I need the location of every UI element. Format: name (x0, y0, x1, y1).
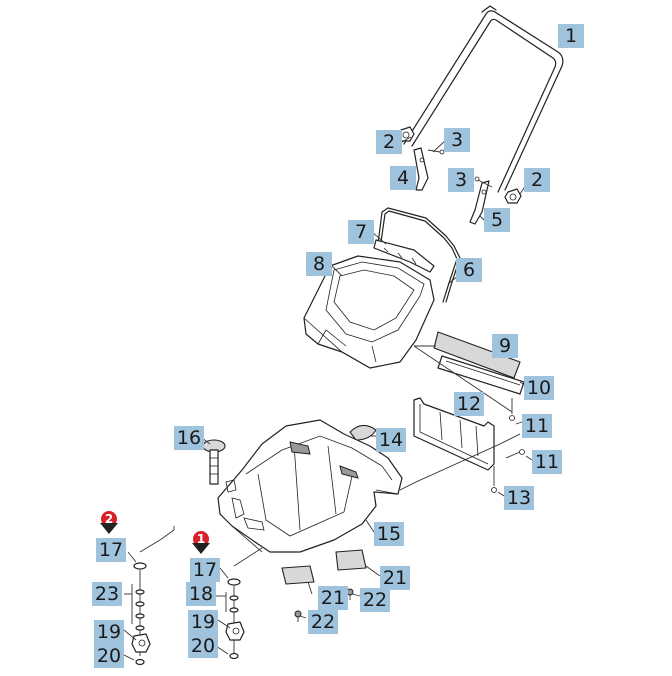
part-label-15: 15 (374, 522, 404, 546)
part-label-9: 9 (492, 334, 518, 358)
part-label-1: 1 (558, 24, 584, 48)
catcher-frame (373, 207, 461, 303)
part-label-17: 17 (190, 558, 220, 582)
part-label-21: 21 (318, 586, 348, 610)
part-label-10: 10 (524, 376, 554, 400)
small-parts (202, 424, 377, 485)
right-handle-bracket (469, 176, 522, 225)
part-label-23: 23 (92, 582, 122, 606)
part-label-8: 8 (306, 252, 332, 276)
part-label-3: 3 (444, 128, 470, 152)
part-label-5: 5 (484, 208, 510, 232)
part-label-19: 19 (188, 610, 218, 634)
part-label-14: 14 (376, 428, 406, 452)
handle-bar (403, 5, 564, 193)
part-label-20: 20 (94, 644, 124, 668)
part-label-16: 16 (174, 426, 204, 450)
wheel-assembly-left (124, 526, 175, 666)
part-label-21: 21 (380, 566, 410, 590)
part-label-11: 11 (532, 450, 562, 474)
part-label-2: 2 (524, 168, 550, 192)
marker-shape-icon (100, 511, 118, 534)
part-label-17: 17 (96, 538, 126, 562)
leader-lines (121, 136, 533, 661)
part-label-13: 13 (504, 486, 534, 510)
part-label-6: 6 (456, 258, 482, 282)
reference-marker-1: 1 (190, 530, 212, 556)
part-label-7: 7 (348, 220, 374, 244)
marker-number: 2 (104, 512, 114, 526)
part-label-19: 19 (94, 620, 124, 644)
part-label-22: 22 (360, 588, 390, 612)
rear-flap (413, 331, 525, 421)
part-label-3: 3 (448, 168, 474, 192)
rear-guard (413, 397, 525, 493)
grass-catcher (303, 255, 435, 369)
part-label-22: 22 (308, 610, 338, 634)
part-label-2: 2 (376, 130, 402, 154)
part-label-4: 4 (390, 166, 416, 190)
part-label-12: 12 (454, 392, 484, 416)
mower-deck (217, 419, 521, 553)
part-label-11: 11 (522, 414, 552, 438)
part-label-18: 18 (186, 582, 216, 606)
marker-shape-icon (192, 531, 210, 554)
reference-marker-2: 2 (98, 510, 120, 536)
deck-pads (281, 549, 367, 622)
part-label-20: 20 (188, 634, 218, 658)
wheel-assembly-right (214, 547, 263, 660)
left-handle-bracket (397, 126, 445, 191)
marker-number: 1 (196, 532, 206, 546)
